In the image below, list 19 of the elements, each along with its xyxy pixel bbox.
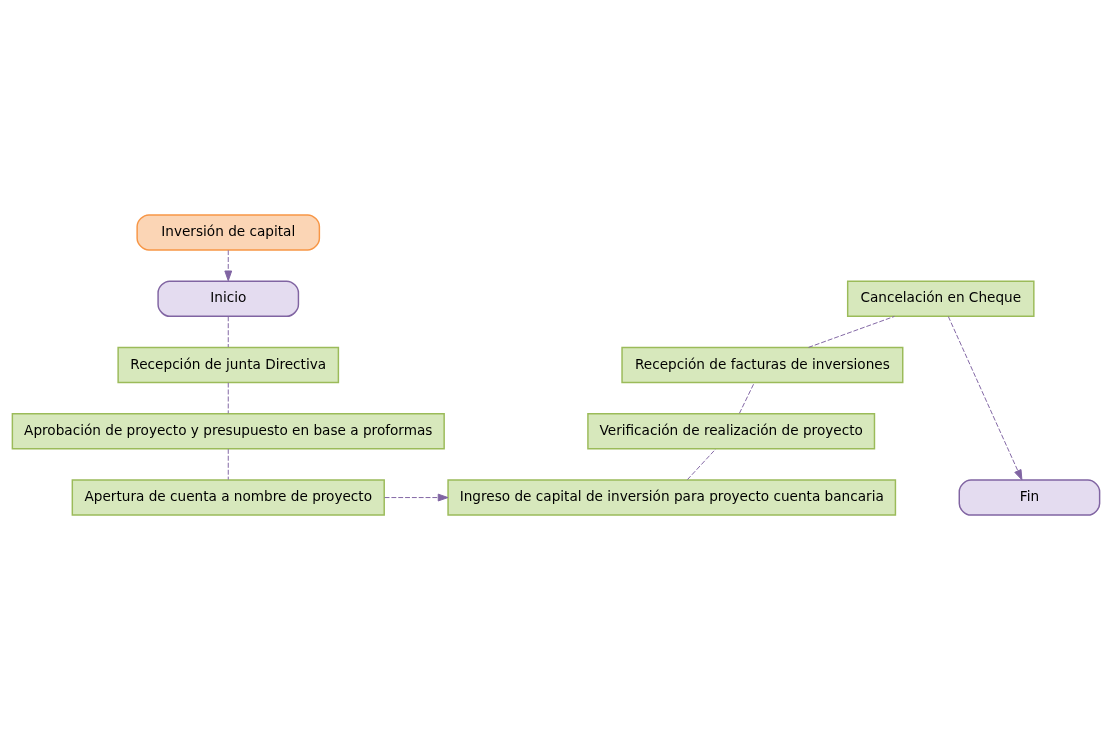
node-box: Aprobación de proyecto y presupuesto en base a proformas bbox=[11, 413, 445, 450]
connector bbox=[227, 448, 229, 481]
connector bbox=[738, 382, 755, 414]
node-box: Inicio bbox=[157, 280, 300, 317]
node-box: Verificación de realización de proyecto bbox=[587, 413, 876, 450]
connector bbox=[687, 448, 717, 481]
node-box: Cancelación en Cheque bbox=[846, 280, 1035, 317]
node-box: Inversión de capital bbox=[136, 214, 321, 251]
node-box: Fin bbox=[958, 479, 1101, 516]
node-box: Ingreso de capital de inversión para proyecto cuenta bancaria bbox=[447, 479, 897, 516]
arrow bbox=[224, 249, 233, 282]
arrow bbox=[384, 493, 449, 502]
arrow bbox=[947, 316, 1023, 481]
connector bbox=[227, 382, 229, 414]
node-box: Recepción de junta Directiva bbox=[117, 346, 340, 384]
node-box: Apertura de cuenta a nombre de proyecto bbox=[71, 479, 385, 516]
connector bbox=[227, 316, 229, 348]
node-box: Recepción de facturas de inversiones bbox=[621, 346, 904, 384]
connector bbox=[808, 315, 895, 348]
